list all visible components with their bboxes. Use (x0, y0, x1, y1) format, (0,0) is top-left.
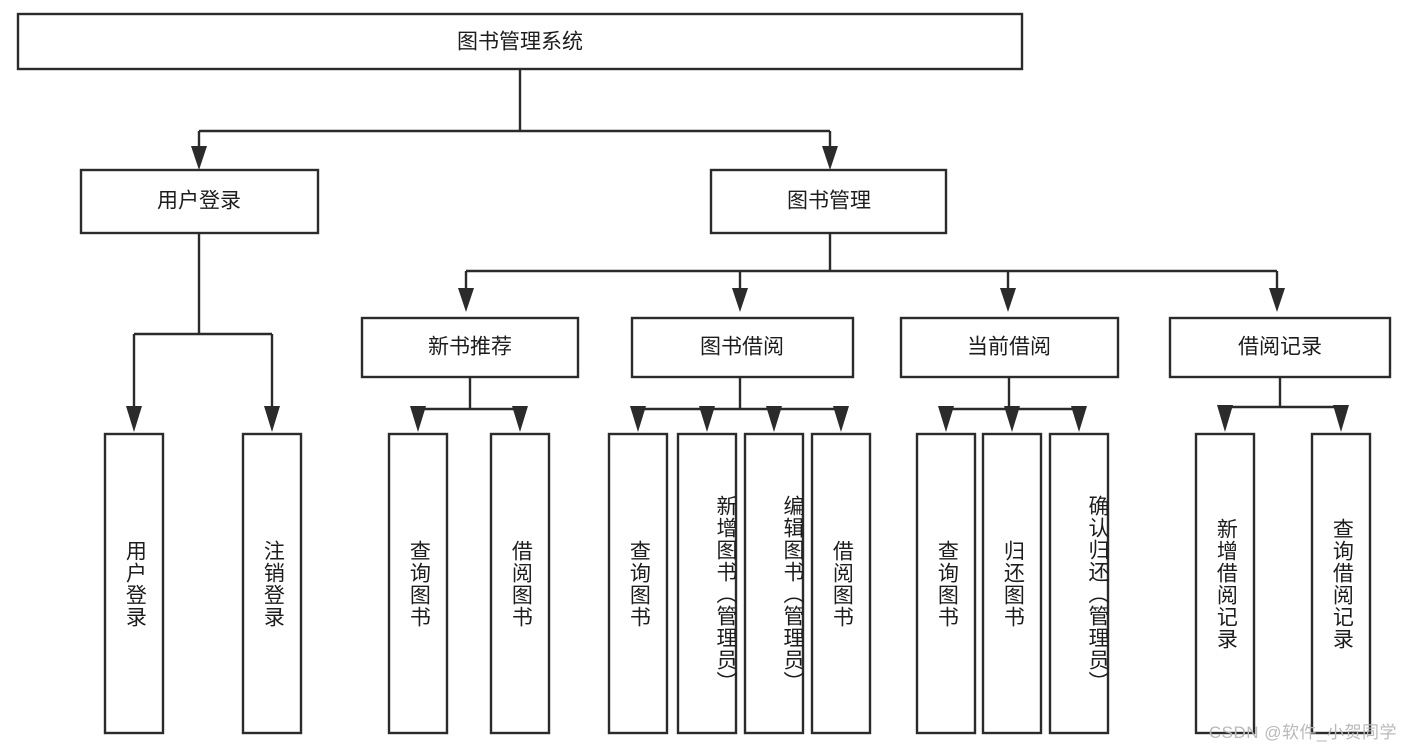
node-book-borrow-label: 图书借阅 (700, 336, 784, 359)
arrow-book-borrow-leaf1 (699, 406, 715, 432)
arrow-borrow-record-leaf0 (1217, 405, 1233, 432)
edges-layer (126, 69, 1349, 432)
leaf-user-login-0-box[interactable] (103, 432, 165, 735)
arrow-current-borrow-leaf1 (1004, 406, 1020, 432)
node-new-book-box[interactable] (360, 316, 580, 379)
arrow-to-new-book (458, 288, 474, 312)
leaf-current-borrow-1-box[interactable] (981, 432, 1043, 735)
leaf-book-borrow-3-box[interactable] (810, 432, 872, 735)
leaf-borrow-record-0-box[interactable] (1194, 432, 1256, 735)
arrow-current-borrow-leaf2 (1071, 406, 1087, 432)
leaf-book-borrow-2-box[interactable] (743, 432, 805, 735)
arrow-user-login-leaf0 (126, 406, 142, 432)
arrow-book-borrow-leaf0 (630, 406, 646, 432)
arrow-user-login-leaf1 (264, 406, 280, 432)
arrow-to-current-borrow (1000, 288, 1016, 312)
arrow-book-borrow-leaf2 (766, 406, 782, 432)
arrow-to-borrow-record (1269, 288, 1285, 312)
arrow-book-borrow-leaf3 (833, 406, 849, 432)
node-new-book-label: 新书推荐 (428, 336, 512, 359)
arrow-to-user-login (191, 146, 207, 170)
node-book-manage-box[interactable] (709, 168, 948, 235)
leaf-new-book-0-box[interactable] (387, 432, 449, 735)
leaf-current-borrow-0-box[interactable] (915, 432, 977, 735)
leaf-borrow-record-1-box[interactable] (1310, 432, 1372, 735)
arrow-new-book-leaf1 (512, 406, 528, 432)
arrow-current-borrow-leaf0 (938, 406, 954, 432)
nodes-layer: 图书管理系统 用户登录 图书管理 新书推荐 图书借阅 当前借阅 借阅记录 (16, 12, 1392, 735)
node-user-login-box[interactable] (79, 168, 320, 235)
leaf-current-borrow-2-box[interactable] (1048, 432, 1110, 735)
node-root-label: 图书管理系统 (457, 31, 583, 54)
node-borrow-record-label: 借阅记录 (1238, 336, 1322, 359)
leaf-user-login-1-box[interactable] (241, 432, 303, 735)
arrow-to-book-manage (822, 146, 838, 170)
leaf-book-borrow-1-box[interactable] (676, 432, 738, 735)
node-current-borrow-label: 当前借阅 (967, 336, 1051, 359)
node-book-manage-label: 图书管理 (787, 190, 871, 213)
node-user-login-label: 用户登录 (157, 190, 241, 213)
leaf-book-borrow-0-box[interactable] (607, 432, 669, 735)
node-root-box[interactable] (16, 12, 1024, 71)
node-current-borrow-box[interactable] (899, 316, 1120, 379)
arrow-borrow-record-leaf1 (1333, 405, 1349, 432)
leaf-new-book-1-box[interactable] (489, 432, 551, 735)
csdn-watermark: CSDN @软件_小贺同学 (1208, 723, 1397, 742)
arrow-new-book-leaf0 (410, 406, 426, 432)
arrow-to-book-borrow (732, 288, 748, 312)
node-borrow-record-box[interactable] (1168, 316, 1392, 379)
node-book-borrow-box[interactable] (630, 316, 855, 379)
